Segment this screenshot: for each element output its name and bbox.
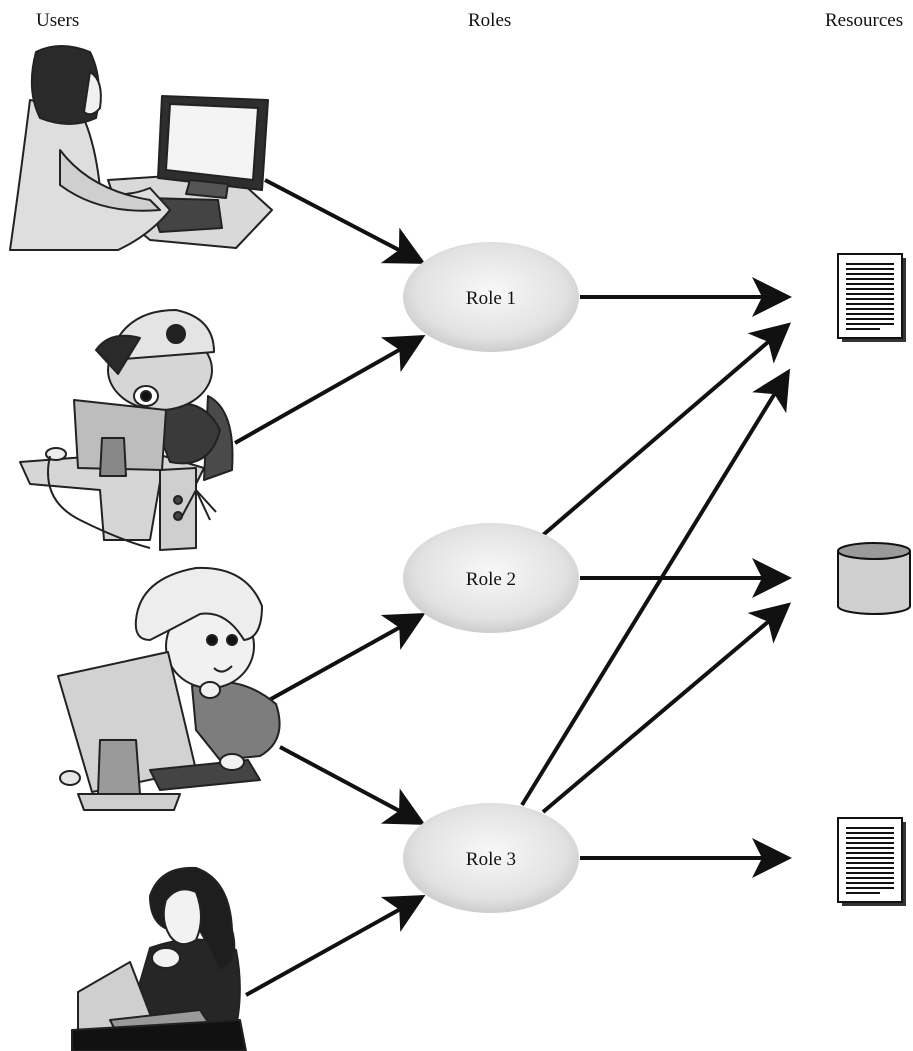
database-cylinder-icon (837, 542, 911, 615)
document-icon (837, 253, 906, 342)
role-to-resource-arrows (520, 277, 792, 878)
arrow-user3-role2 (261, 613, 426, 706)
arrow-user3-role3 (279, 745, 426, 825)
role-node-1: Role 1 (403, 242, 579, 352)
boy-at-computer-icon (57, 566, 281, 811)
woman-at-desktop-computer-icon (9, 45, 273, 251)
users-column-title: Users (36, 10, 80, 31)
arrow-user1-role1 (264, 178, 426, 264)
role-node-3: Role 3 (403, 803, 579, 913)
role-label: Role 1 (466, 288, 516, 309)
role-node-2: Role 2 (403, 523, 579, 633)
arrow-user4-role3 (245, 895, 426, 997)
hacker-at-computer-icon (19, 309, 234, 551)
arrow-role2-resource1 (541, 322, 792, 537)
woman-with-laptop-icon (71, 866, 247, 1051)
arrow-role3-resource1 (520, 368, 791, 807)
user-to-role-arrows (234, 178, 426, 997)
roles-column-title: Roles (468, 10, 512, 31)
arrow-user2-role1 (234, 335, 426, 445)
arrow-role3-resource2 (541, 602, 792, 814)
resources-column-title: Resources (825, 10, 904, 31)
role-label: Role 2 (466, 569, 516, 590)
role-label: Role 3 (466, 849, 516, 870)
document-icon (837, 817, 906, 906)
